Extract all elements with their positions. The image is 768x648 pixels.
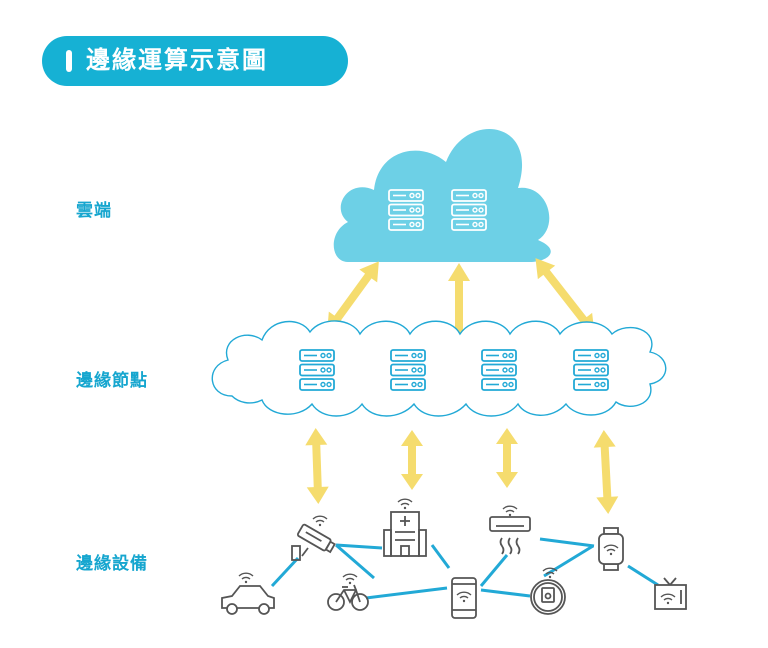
wifi-icon — [342, 573, 358, 586]
smartphone-icon — [451, 577, 477, 619]
wifi-icon — [312, 515, 328, 528]
car-icon — [221, 572, 275, 615]
title-accent-bar — [66, 50, 72, 72]
hospital-icon — [383, 498, 427, 557]
layer-label-edge-nodes: 邊緣節點 — [76, 371, 148, 391]
arrow-cloud-left — [327, 261, 379, 333]
television-icon — [654, 577, 687, 610]
arrow-cloud-right — [535, 258, 595, 334]
robot-vacuum-icon — [530, 567, 566, 615]
arrow-cloud-center — [448, 263, 470, 353]
arrow-edge-4 — [593, 430, 619, 514]
wifi-icon — [238, 572, 254, 585]
page-title: 邊緣運算示意圖 — [86, 46, 268, 74]
wifi-icon — [397, 498, 413, 511]
wifi-icon — [502, 505, 518, 518]
air-conditioner-icon — [489, 505, 531, 555]
edge-device-arrows — [305, 428, 619, 514]
layer-label-cloud: 雲端 — [76, 201, 112, 221]
cloud-edge-arrows — [327, 258, 595, 353]
smartwatch-icon — [598, 527, 624, 571]
devices — [221, 498, 687, 619]
security-camera-icon — [291, 515, 336, 561]
title-banner: 邊緣運算示意圖 — [42, 36, 348, 86]
arrow-edge-2 — [401, 430, 423, 490]
device-connections — [270, 537, 659, 600]
cloud-top — [333, 128, 551, 262]
cloud-edge-nodes — [211, 320, 667, 417]
layer-label-edge-devices: 邊緣設備 — [76, 554, 148, 574]
bicycle-icon — [327, 573, 369, 611]
arrow-edge-3 — [496, 428, 518, 488]
arrow-edge-1 — [305, 428, 329, 504]
